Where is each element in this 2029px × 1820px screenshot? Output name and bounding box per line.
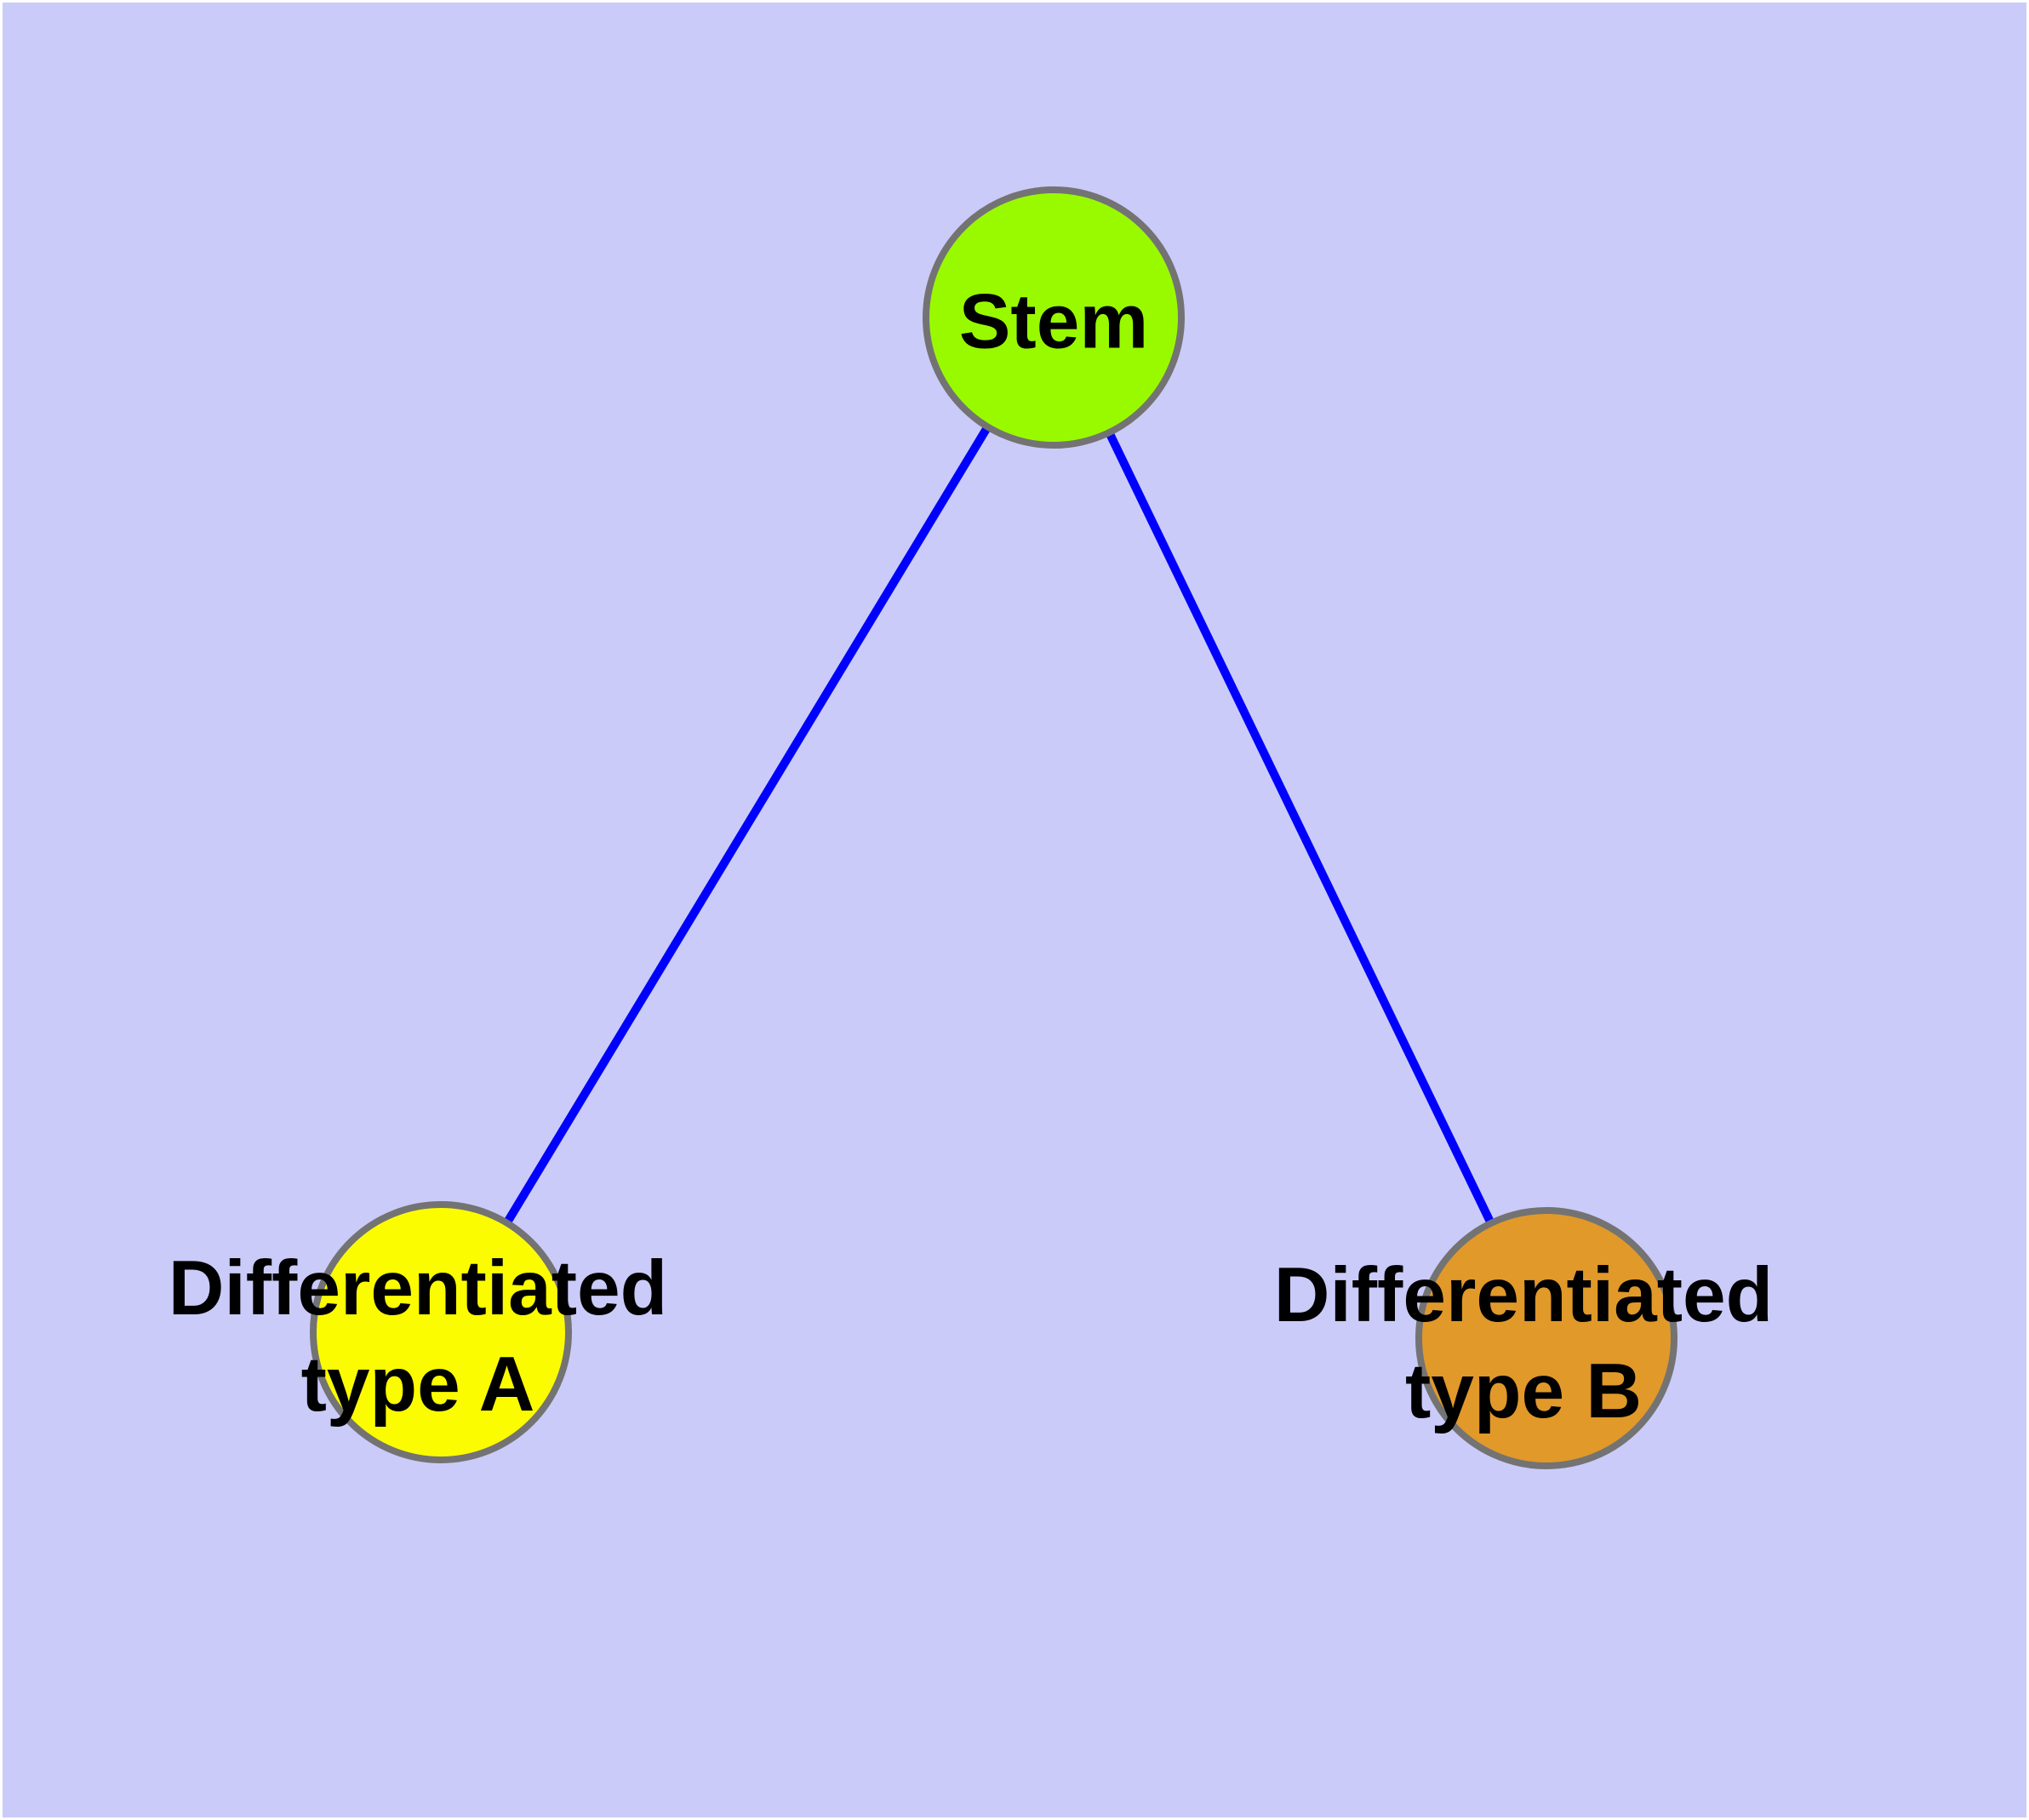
- node-stem-label: Stem: [959, 274, 1149, 370]
- node-stem-label-text: Stem: [958, 278, 1149, 365]
- node-stem-circle: [923, 186, 1185, 449]
- node-type-b-label-line2: type B: [1404, 1348, 1643, 1434]
- node-type-a-label-line2: type A: [300, 1342, 535, 1428]
- edge-stem-to-type-a: [437, 315, 1058, 1335]
- node-type-a-circle: [310, 1201, 572, 1463]
- cell-differentiation-graph: [310, 186, 1677, 1469]
- node-type-b-label-line1: Differentiated: [1273, 1252, 1774, 1338]
- node-type-b-circle: [1415, 1207, 1677, 1469]
- node-type-a-label: Differentiated type A: [169, 1240, 668, 1433]
- edge-stem-to-type-b: [1049, 315, 1551, 1341]
- node-type-b-label: Differentiated type B: [1274, 1247, 1774, 1439]
- node-type-a-label-line1: Differentiated: [168, 1245, 668, 1331]
